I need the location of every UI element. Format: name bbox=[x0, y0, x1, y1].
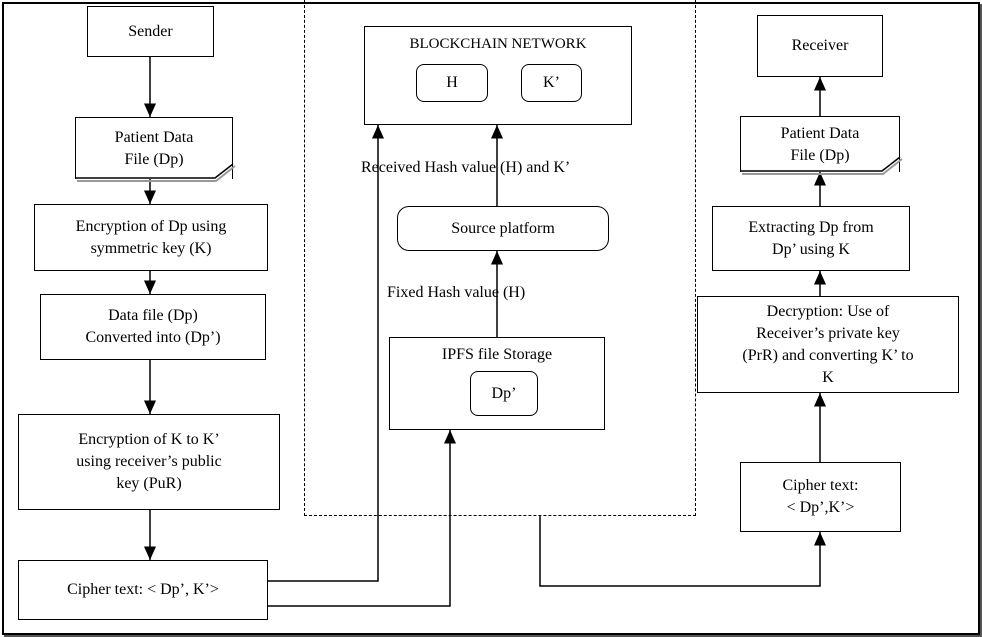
left-cipher-label: Cipher text: < Dp’, K’> bbox=[67, 581, 219, 598]
received-hash-label: Received Hash value (H) and K’ bbox=[361, 159, 571, 176]
hash-h-box: H bbox=[416, 64, 488, 102]
right-document-fold bbox=[740, 156, 901, 172]
key-kprime-label: K’ bbox=[543, 74, 560, 91]
arrow-blockchain-to-cipher bbox=[539, 516, 826, 587]
encrypt-dp-box: Encryption of Dp using symmetric key (K) bbox=[34, 204, 268, 271]
key-kprime-box: K’ bbox=[521, 64, 582, 102]
encrypt-k-line3: key (PuR) bbox=[116, 475, 182, 492]
right-patient-file-box: Patient Data File (Dp) bbox=[740, 116, 900, 172]
decryption-line1: Decryption: Use of bbox=[766, 302, 890, 320]
dp-prime-box: Dp’ bbox=[470, 371, 538, 416]
arrow-cipher-to-blockchain bbox=[268, 125, 384, 582]
blockchain-network-title: BLOCKCHAIN NETWORK bbox=[409, 36, 587, 52]
right-document-shadow bbox=[742, 158, 903, 175]
receiver-label: Receiver bbox=[791, 37, 849, 54]
encrypt-k-box: Encryption of K to K’ using receiver’s p… bbox=[18, 414, 280, 510]
left-document-fold bbox=[75, 163, 234, 179]
blockchain-network-box: BLOCKCHAIN NETWORK bbox=[364, 26, 632, 125]
extracting-box: Extracting Dp from Dp’ using K bbox=[712, 206, 910, 271]
converted-line1: Data file (Dp) bbox=[108, 307, 198, 324]
left-patient-file-line1: Patient Data bbox=[114, 128, 194, 146]
dp-prime-label: Dp’ bbox=[491, 384, 517, 402]
left-patient-file-box: Patient Data File (Dp) bbox=[75, 117, 233, 179]
right-patient-file-line1: Patient Data bbox=[780, 124, 860, 142]
left-document-shadow bbox=[77, 165, 236, 182]
converted-line2: Converted into (Dp’) bbox=[85, 329, 221, 346]
decryption-line4: K bbox=[822, 368, 834, 386]
encrypt-dp-line2: symmetric key (K) bbox=[90, 239, 212, 257]
decryption-box: Decryption: Use of Receiver’s private ke… bbox=[697, 296, 959, 393]
extracting-line2: Dp’ using K bbox=[772, 240, 850, 258]
decryption-line3: (PrR) and converting K’ to bbox=[742, 346, 914, 364]
arrow-cipher-to-ipfs bbox=[268, 430, 456, 607]
source-platform-box: Source platform bbox=[397, 206, 609, 251]
right-cipher-line2: < Dp’,K’> bbox=[786, 499, 855, 516]
receiver-box: Receiver bbox=[757, 15, 883, 77]
right-patient-file-line2: File (Dp) bbox=[790, 146, 850, 164]
source-platform-label: Source platform bbox=[451, 219, 555, 237]
encrypt-dp-line1: Encryption of Dp using bbox=[75, 217, 227, 235]
encrypt-k-line2: using receiver’s public bbox=[76, 453, 222, 470]
encrypt-k-line1: Encryption of K to K’ bbox=[78, 431, 220, 448]
blockchain-region bbox=[304, 0, 696, 516]
left-cipher-box: Cipher text: < Dp’, K’> bbox=[18, 560, 268, 620]
right-cipher-line1: Cipher text: bbox=[782, 477, 859, 494]
sender-label: Sender bbox=[128, 22, 173, 40]
hash-h-label: H bbox=[446, 74, 458, 91]
fixed-hash-label: Fixed Hash value (H) bbox=[387, 284, 526, 301]
extracting-line1: Extracting Dp from bbox=[748, 218, 874, 236]
sender-box: Sender bbox=[87, 6, 214, 57]
left-patient-file-line2: File (Dp) bbox=[124, 150, 184, 168]
converted-box: Data file (Dp) Converted into (Dp’) bbox=[40, 294, 266, 360]
ipfs-storage-title: IPFS file Storage bbox=[441, 346, 553, 363]
right-cipher-box: Cipher text: < Dp’,K’> bbox=[740, 462, 901, 532]
decryption-line2: Receiver’s private key bbox=[756, 324, 900, 342]
